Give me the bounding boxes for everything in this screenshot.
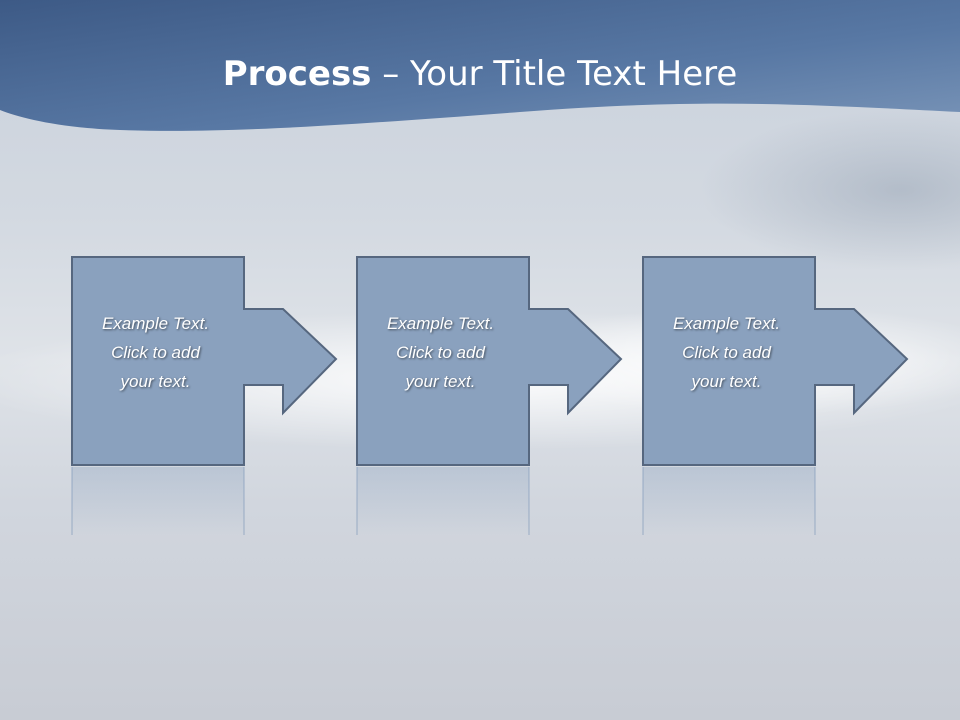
process-arrow-shape [642, 256, 909, 535]
hill-silhouette [700, 110, 960, 270]
header-banner [0, 0, 960, 131]
process-step-1[interactable]: Example Text. Click to add your text. [70, 255, 340, 545]
slide-title: Process – Your Title Text Here [0, 52, 960, 96]
process-step-3[interactable]: Example Text. Click to add your text. [641, 255, 911, 545]
process-step-2[interactable]: Example Text. Click to add your text. [355, 255, 625, 545]
process-arrow-shape [356, 256, 623, 535]
title-rest: – Your Title Text Here [371, 54, 738, 94]
step-text[interactable]: Example Text. Click to add your text. [386, 314, 495, 391]
process-arrow-shape [71, 256, 338, 535]
title-bold: Process [222, 54, 372, 94]
step-text[interactable]: Example Text. Click to add your text. [672, 314, 781, 391]
step-text[interactable]: Example Text. Click to add your text. [101, 314, 210, 391]
